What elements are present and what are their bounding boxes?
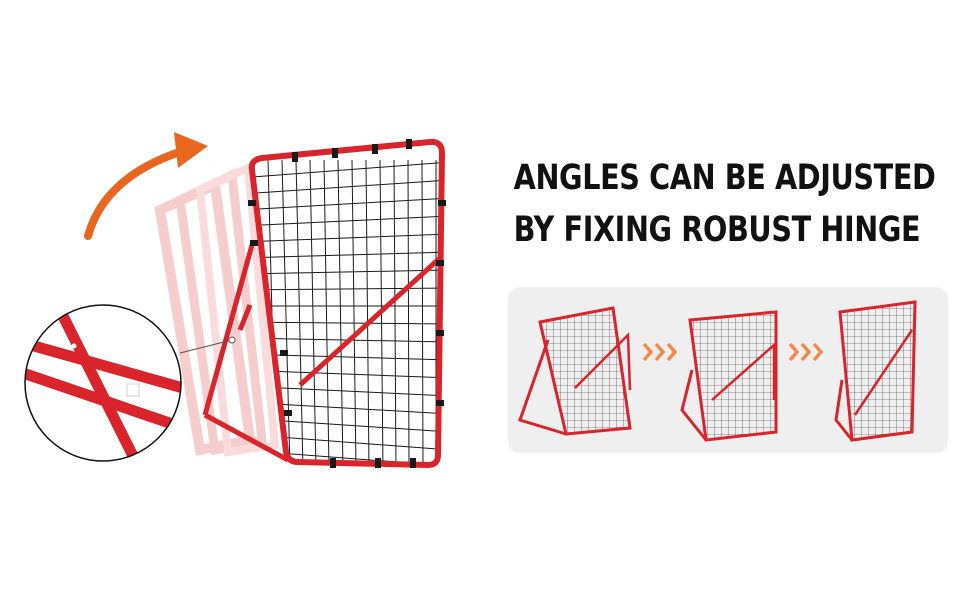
headline-line-2: BY FIXING ROBUST HINGE <box>513 210 921 250</box>
leader-line <box>179 339 233 354</box>
angle-step-2 <box>680 310 778 442</box>
headline: ANGLES CAN BE ADJUSTED BY FIXING ROBUST … <box>513 152 936 256</box>
hinge-closeup-circle <box>24 304 182 462</box>
angle-step-1 <box>518 306 632 436</box>
chevron-right-icon <box>788 342 824 362</box>
angle-step-3 <box>834 300 917 442</box>
rebounder-net <box>202 138 446 469</box>
chevron-right-icon <box>642 342 678 362</box>
headline-line-1: ANGLES CAN BE ADJUSTED <box>513 158 936 198</box>
rotation-arrow-icon <box>84 132 208 240</box>
